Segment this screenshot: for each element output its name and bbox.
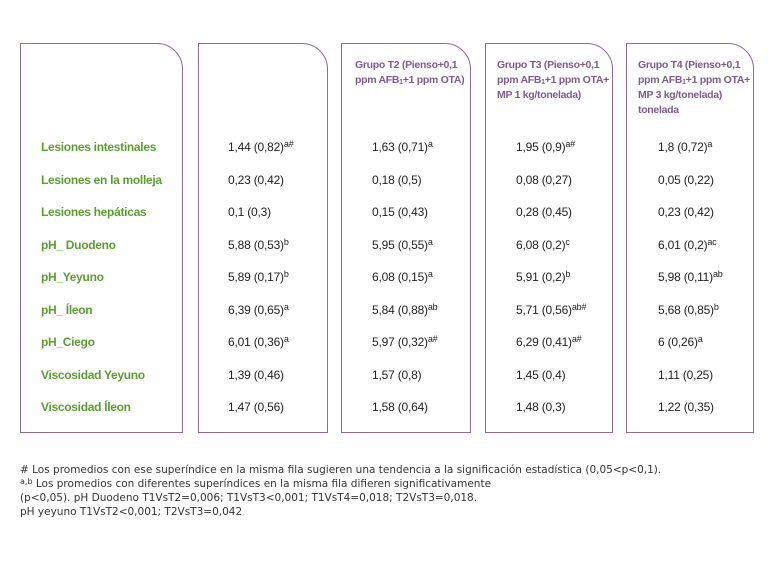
significance-superscript: b <box>283 269 289 279</box>
footnote-tendency: # Los promedios con ese superíndice en l… <box>20 464 662 476</box>
table-cell: 5,88 (0,53)b <box>228 237 289 253</box>
footnote-duodeno: (p<0,05). pH Duodeno T1VsT2=0,006; T1VsT… <box>20 492 478 504</box>
table-cell: 1,11 (0,25) <box>658 368 713 382</box>
footnote-significance: a,b Los promedios con diferentes superín… <box>20 477 760 491</box>
group-t4-header: Grupo T4 (Pienso+0,1 ppm AFB1+1 ppm OTA+… <box>638 59 750 116</box>
table-cell: 5,97 (0,32)a# <box>372 334 438 350</box>
table-cell: 6,08 (0,15)a <box>372 269 433 285</box>
table-cell: 1,63 (0,71)a <box>372 139 433 155</box>
table-cell: 5,98 (0,11)ab <box>658 269 723 285</box>
group-t2-panel <box>341 43 471 433</box>
table-cell: 6,08 (0,2)c <box>516 237 570 253</box>
table-cell: 1,57 (0,8) <box>372 368 422 382</box>
table-cell: 5,68 (0,85)b <box>658 302 719 318</box>
table-cell: 1,58 (0,64) <box>372 400 428 414</box>
significance-superscript: b <box>713 302 719 312</box>
significance-superscript: b <box>565 269 571 279</box>
table-row: pH_ Duodeno 5,88 (0,53)b 5,95 (0,55)a 6,08 … <box>0 238 768 258</box>
table-cell: 1,44 (0,82)a# <box>228 139 294 155</box>
significance-superscript: a <box>697 334 703 344</box>
row-label: Lesiones hepáticas <box>41 205 147 219</box>
significance-superscript: a# <box>283 139 294 149</box>
group-t4-panel <box>626 43 754 433</box>
significance-superscript: a <box>427 139 433 149</box>
subscript: 1 <box>682 79 686 86</box>
table-cell: 6 (0,26)a <box>658 334 703 350</box>
table-cell: 0,15 (0,43) <box>372 205 428 219</box>
table-cell: 1,45 (0,4) <box>516 368 566 382</box>
table-cell: 1,47 (0,56) <box>228 400 284 414</box>
table-cell: 1,22 (0,35) <box>658 400 714 414</box>
significance-superscript: a <box>427 269 433 279</box>
table-cell: 1,48 (0,3) <box>516 400 566 414</box>
table-cell: 6,01 (0,36)a <box>228 334 289 350</box>
significance-superscript: ab <box>427 302 438 312</box>
table-cell: 0,23 (0,42) <box>228 173 284 187</box>
significance-superscript: a# <box>565 139 575 149</box>
row-label: pH_ Íleon <box>41 303 93 317</box>
subscript: 1 <box>399 79 403 86</box>
table-row: Lesiones intestinales 1,44 (0,82)a# 1,63 (… <box>0 140 768 160</box>
table-row: Viscosidad Yeyuno 1,39 (0,46) 1,57 (0,8) 1,… <box>0 368 768 388</box>
group-t2-header: Grupo T2 (Pienso+0,1 ppm AFB1+1 ppm OTA) <box>355 59 465 86</box>
row-label: Viscosidad Íleon <box>41 400 131 414</box>
significance-superscript: a <box>707 139 713 149</box>
table-row: pH_ Íleon 6,39 (0,65)a 5,84 (0,88)ab 5,71 (… <box>0 303 768 323</box>
table-cell: 0,23 (0,42) <box>658 205 714 219</box>
row-label: Viscosidad Yeyuno <box>41 368 145 382</box>
table-cell: 5,91 (0,2)b <box>516 269 571 285</box>
significance-superscript: a# <box>427 334 438 344</box>
table-row: Viscosidad Íleon 1,47 (0,56) 1,58 (0,64) 1,… <box>0 400 768 420</box>
table-cell: 5,89 (0,17)b <box>228 269 289 285</box>
table-row: Lesiones hepáticas 0,1 (0,3) 0,15 (0,43) 0,… <box>0 205 768 225</box>
label-column-panel <box>20 43 183 433</box>
row-label: pH_Ciego <box>41 335 95 349</box>
table-cell: 0,1 (0,3) <box>228 205 271 219</box>
row-label: Lesiones intestinales <box>41 140 157 154</box>
significance-superscript: a <box>283 334 289 344</box>
table-cell: 6,29 (0,41)a# <box>516 334 582 350</box>
table-row: Lesiones en la molleja 0,23 (0,42) 0,18 (0… <box>0 173 768 193</box>
table-cell: 0,28 (0,45) <box>516 205 572 219</box>
table-cell: 5,95 (0,55)a <box>372 237 433 253</box>
footnote-superscript: a,b <box>20 477 33 486</box>
group-t1-panel <box>198 43 328 433</box>
row-label: Lesiones en la molleja <box>41 173 162 187</box>
significance-superscript: ab <box>712 269 723 279</box>
significance-superscript: ac <box>707 237 717 247</box>
significance-superscript: a <box>283 302 289 312</box>
table-cell: 5,84 (0,88)ab <box>372 302 438 318</box>
table-cell: 0,08 (0,27) <box>516 173 572 187</box>
footnotes: # Los promedios con ese superíndice en l… <box>20 463 760 519</box>
significance-superscript: a# <box>571 334 582 344</box>
significance-superscript: b <box>283 237 289 247</box>
group-t3-header: Grupo T3 (Pienso+0,1 ppm AFB1+1 ppm OTA+… <box>497 59 609 101</box>
group-t3-panel <box>485 43 613 433</box>
significance-superscript: a <box>427 237 433 247</box>
table-cell: 6,39 (0,65)a <box>228 302 289 318</box>
table-cell: 5,71 (0,56)ab# <box>516 302 587 318</box>
table-row: pH_Yeyuno 5,89 (0,17)b 6,08 (0,15)a 5,91 (0… <box>0 270 768 290</box>
table-cell: 1,39 (0,46) <box>228 368 284 382</box>
table-cell: 0,05 (0,22) <box>658 173 714 187</box>
row-label: pH_Yeyuno <box>41 270 104 284</box>
footnote-significance-text: Los promedios con diferentes superíndice… <box>32 478 492 490</box>
table-cell: 0,18 (0,5) <box>372 173 422 187</box>
table-cell: 1,95 (0,9)a# <box>516 139 575 155</box>
row-label: pH_ Duodeno <box>41 238 116 252</box>
table-cell: 1,8 (0,72)a <box>658 139 713 155</box>
subscript: 1 <box>541 79 545 86</box>
footnote-yeyuno: pH yeyuno T1VsT2<0,001; T2VsT3=0,042 <box>20 506 243 518</box>
table-row: pH_Ciego 6,01 (0,36)a 5,97 (0,32)a# 6,29 (0… <box>0 335 768 355</box>
significance-superscript: c <box>565 237 570 247</box>
table-cell: 6,01 (0,2)ac <box>658 237 717 253</box>
significance-superscript: ab# <box>571 302 587 312</box>
